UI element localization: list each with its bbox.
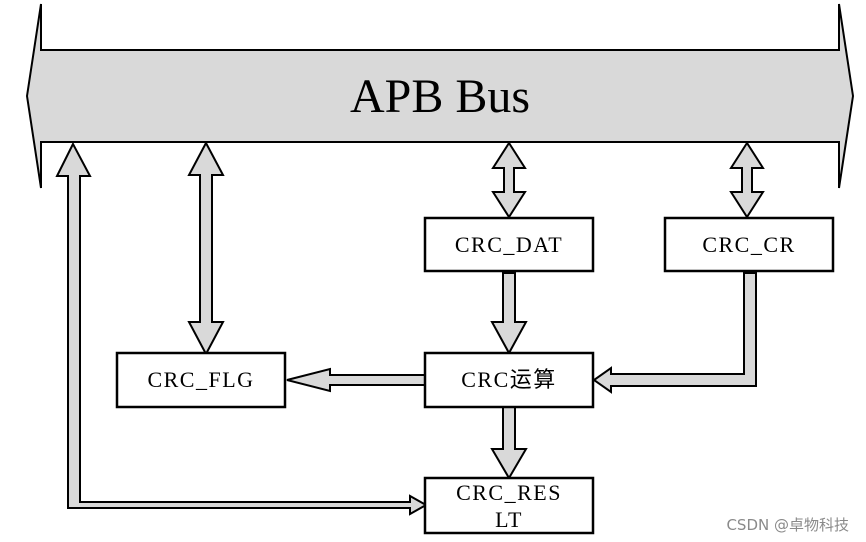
crc-calc-label: CRC运算 <box>461 367 557 392</box>
crc-dat-block: CRC_DAT <box>423 216 595 273</box>
bus-flg-double-arrow <box>187 140 225 357</box>
crc-result-label-line1: CRC_RES <box>456 480 562 505</box>
crc-flg-block: CRC_FLG <box>115 351 287 409</box>
crc-dat-label: CRC_DAT <box>455 232 563 257</box>
crc-cr-block: CRC_CR <box>663 216 835 273</box>
crc-flg-label: CRC_FLG <box>147 367 254 392</box>
calc-to-flg-arrow <box>286 367 426 393</box>
crc-result-block: CRC_RES LT <box>423 476 595 535</box>
crc-cr-label: CRC_CR <box>702 232 795 257</box>
bus-dat-double-arrow <box>491 141 527 219</box>
apb-bus-arrow <box>25 3 855 189</box>
result-to-bus-connector <box>55 141 429 516</box>
crc-result-label-line2: LT <box>495 507 523 532</box>
csdn-watermark: CSDN @卓物科技 <box>726 516 849 534</box>
crc-calc-block: CRC运算 <box>423 351 595 409</box>
dat-to-calc-arrow <box>490 272 528 356</box>
apb-bus-label: APB Bus <box>350 70 530 123</box>
bus-cr-double-arrow <box>729 141 765 219</box>
calc-to-result-arrow <box>490 406 528 480</box>
cr-to-calc-arrow <box>592 272 757 394</box>
